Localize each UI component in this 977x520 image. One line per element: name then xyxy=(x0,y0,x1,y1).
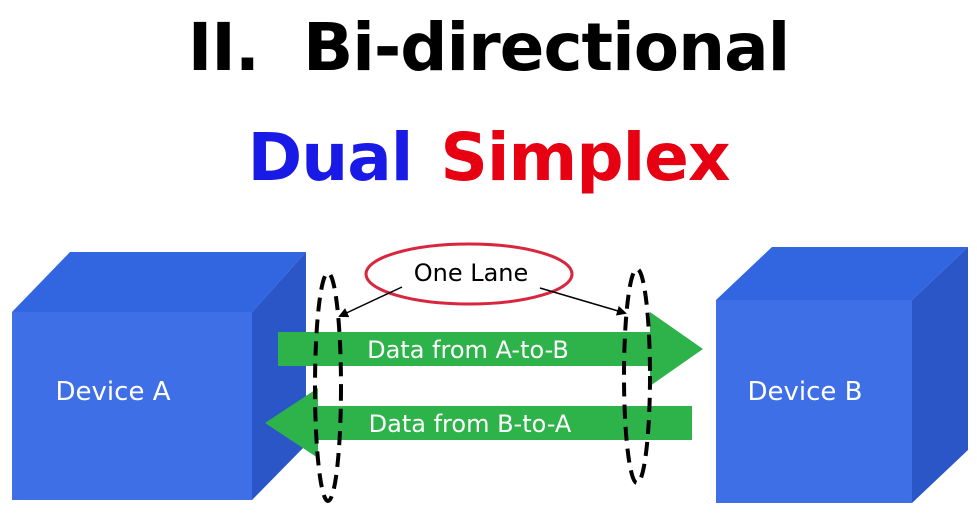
pointer-line-left xyxy=(338,286,403,318)
lane-ellipse-right xyxy=(622,267,652,485)
lane-ellipse-left xyxy=(313,271,343,503)
device-a-front-face xyxy=(12,312,252,500)
arrow-b-to-a-label: Data from B-to-A xyxy=(369,410,572,438)
device-a-top-face xyxy=(12,252,306,312)
device-b-top-face xyxy=(716,247,968,300)
title-line-1: II. Bi-directional xyxy=(0,6,977,90)
one-lane-callout-ellipse xyxy=(364,242,574,306)
title-word-dual: Dual xyxy=(247,119,413,196)
device-b-cube: Device B xyxy=(716,247,968,503)
device-a-cube: Device A xyxy=(12,252,306,500)
arrow-b-to-a-shape xyxy=(265,388,692,458)
device-b-front-face xyxy=(716,300,912,503)
arrow-a-to-b-label: Data from A-to-B xyxy=(367,336,569,364)
one-lane-label: One Lane xyxy=(414,259,529,287)
arrow-b-to-a: Data from B-to-A xyxy=(265,388,692,458)
arrow-a-to-b-shape xyxy=(278,312,703,386)
title-number: II. xyxy=(187,9,260,86)
device-b-side-face xyxy=(912,247,968,503)
title-word-simplex: Simplex xyxy=(440,119,730,196)
pointer-line-right xyxy=(539,287,627,316)
device-b-label: Device B xyxy=(747,377,862,407)
device-a-label: Device A xyxy=(56,377,171,407)
arrow-a-to-b: Data from A-to-B xyxy=(278,312,703,386)
title-main: Bi-directional xyxy=(302,9,790,86)
title-line-2: Dual Simplex xyxy=(0,116,977,200)
